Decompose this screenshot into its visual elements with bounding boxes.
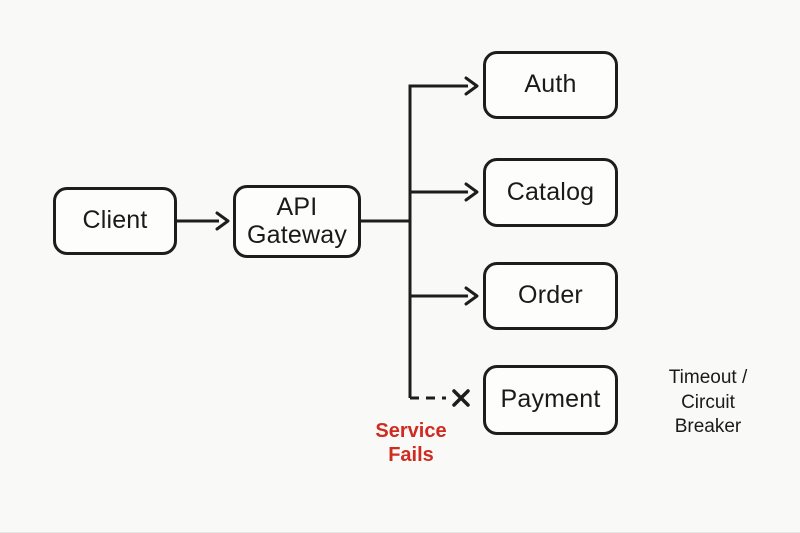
node-api-gateway: API Gateway bbox=[233, 185, 361, 258]
service-fails-label: Service Fails bbox=[375, 420, 447, 466]
failure-x-icon bbox=[452, 389, 470, 407]
catalog-arrowhead bbox=[464, 182, 479, 202]
node-auth: Auth bbox=[483, 51, 618, 119]
auth-arrowhead bbox=[464, 76, 479, 96]
node-catalog: Catalog bbox=[483, 158, 618, 227]
node-client: Client bbox=[53, 187, 177, 255]
node-payment: Payment bbox=[483, 365, 618, 435]
branch-trunk-line bbox=[408, 84, 468, 398]
client-to-gateway-arrowhead bbox=[215, 211, 230, 231]
order-arrowhead bbox=[464, 286, 479, 306]
node-order: Order bbox=[483, 262, 618, 330]
timeout-circuit-breaker-label: Timeout / Circuit Breaker bbox=[668, 367, 748, 438]
